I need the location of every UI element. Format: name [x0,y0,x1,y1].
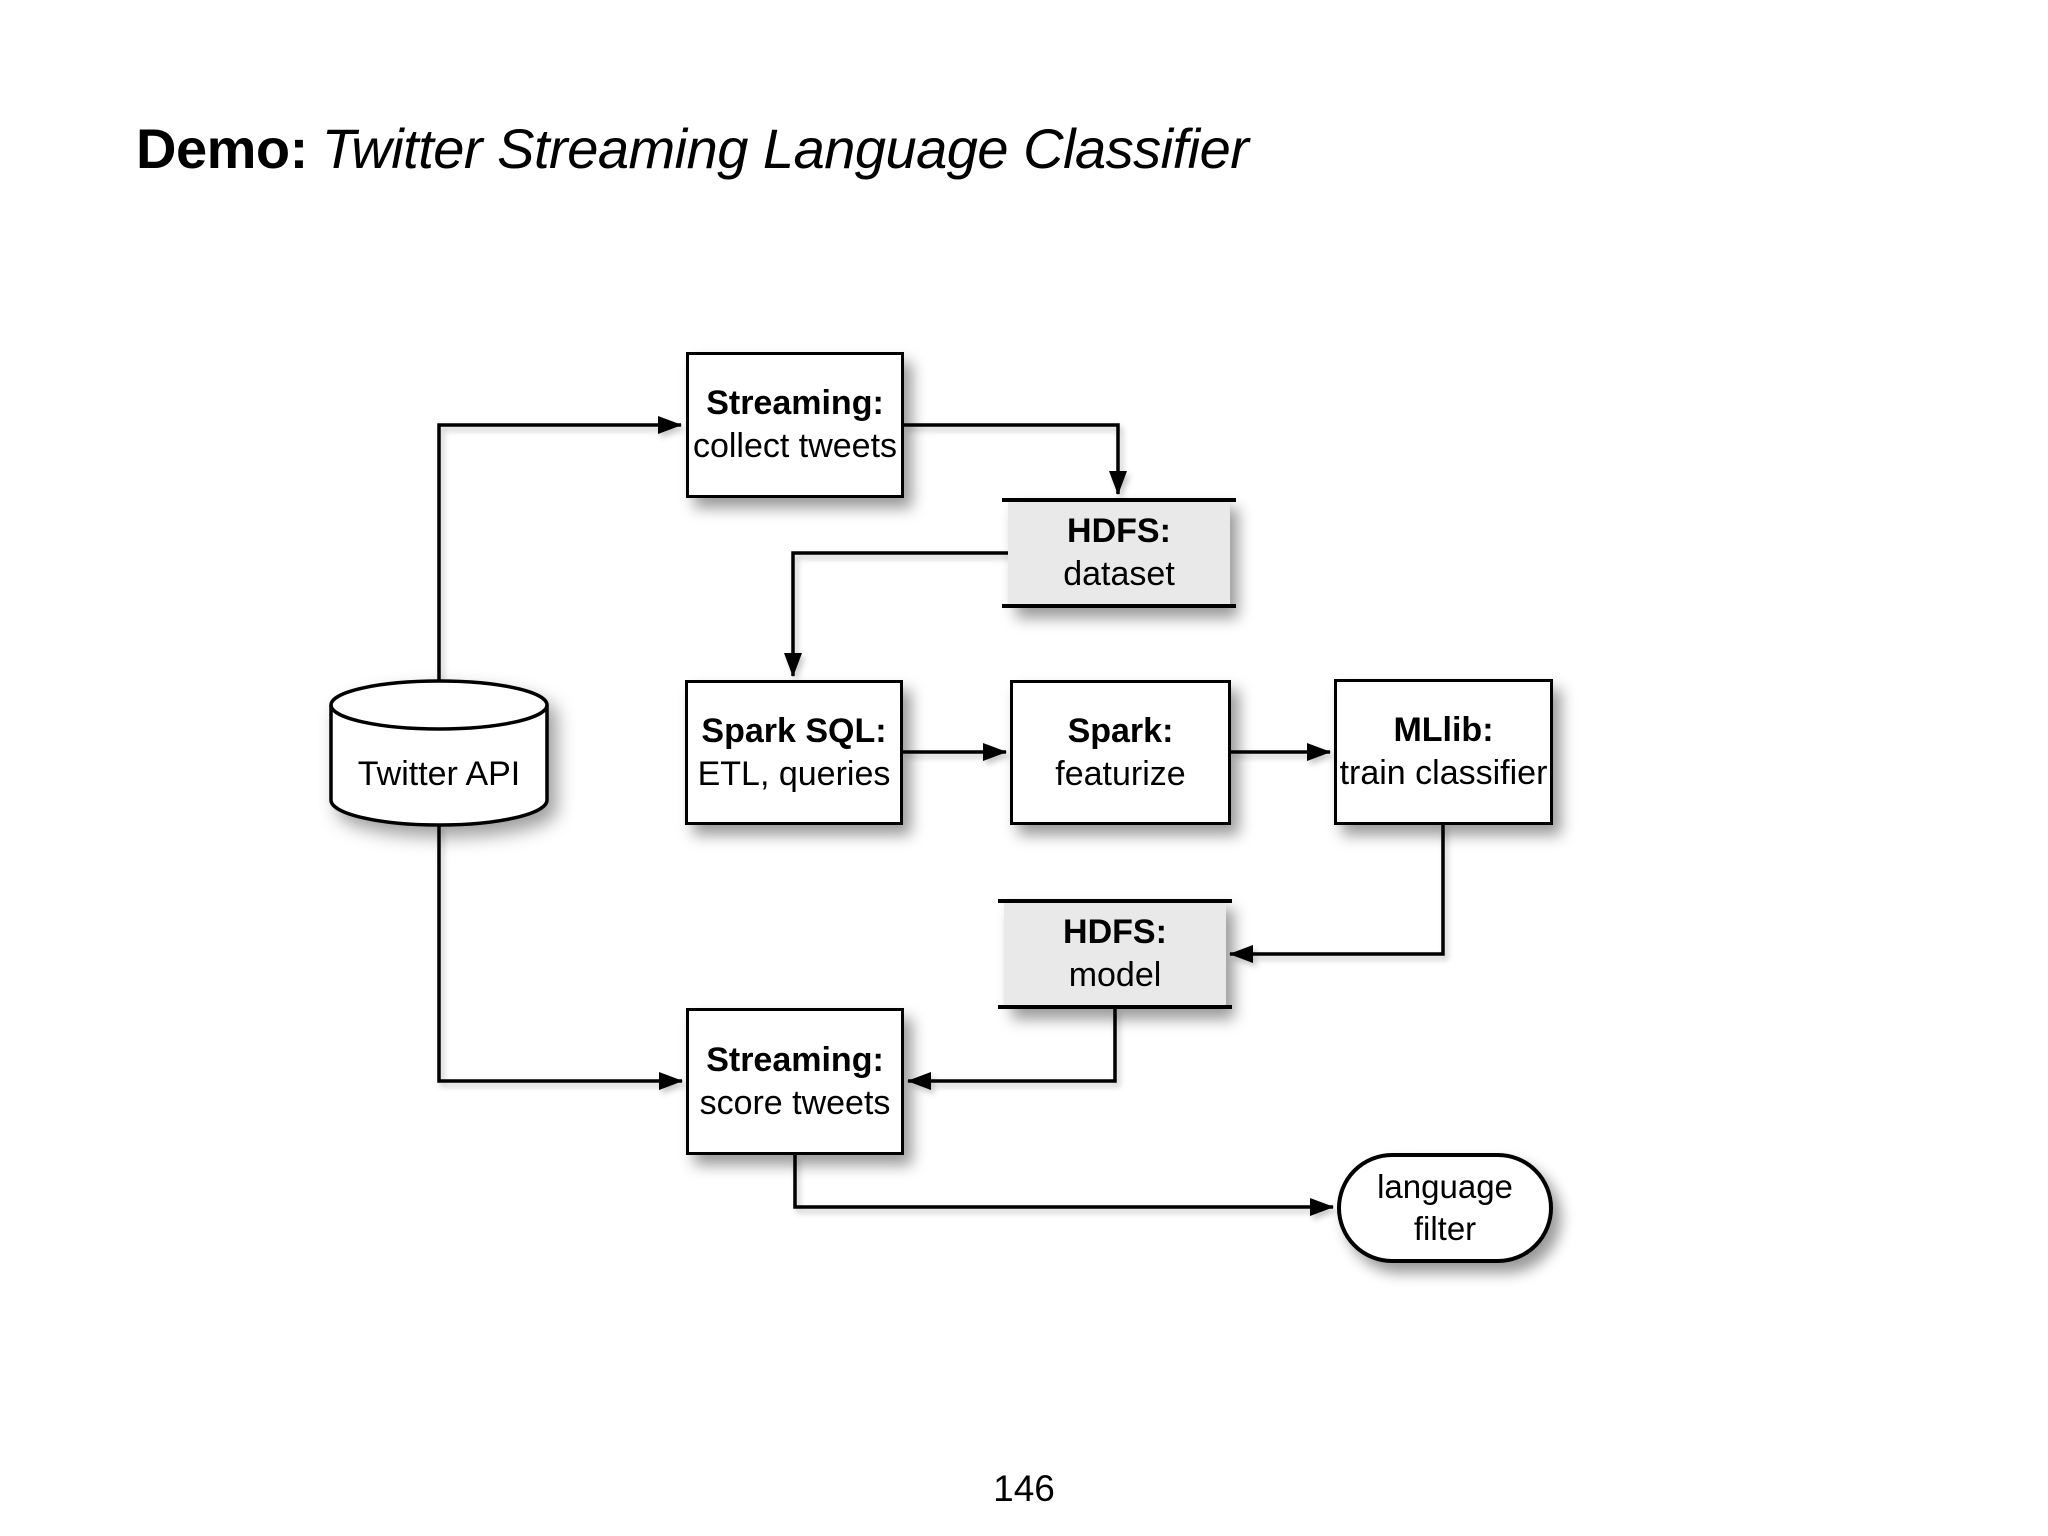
node-streaming-score: Streaming: score tweets [686,1008,904,1155]
node-label: ETL, queries [697,754,891,793]
node-label-bold: HDFS: [1067,512,1171,551]
node-mllib: MLlib: train classifier [1334,679,1553,825]
slide-title-prefix: Demo: [136,117,308,180]
node-label-bold: Streaming: [706,384,884,423]
node-label-bold: Spark: [1067,711,1174,750]
node-label: collect tweets [692,427,898,465]
page-number: 146 [993,1468,1055,1509]
datastore-bottom-line [1002,604,1236,608]
node-label: language [1377,1168,1513,1206]
edge-twitterapi-to-collect [437,416,682,681]
node-spark-sql: Spark SQL: ETL, queries [685,680,903,825]
edge-twitterapi-to-score [437,825,683,1090]
node-hdfs-dataset: HDFS: dataset [1002,498,1236,608]
node-label-bold: MLlib: [1393,711,1494,750]
edge-hdfsdataset-to-sparksql [784,551,1008,677]
node-label: filter [1413,1210,1477,1247]
cylinder-shape-icon [329,679,549,827]
node-language-filter: language filter [1337,1153,1553,1263]
edge-mllib-to-hdfsmodel [1229,825,1445,963]
slide-title-rest: Twitter Streaming Language Classifier [321,117,1249,180]
edge-collect-to-hdfsdataset [904,423,1127,495]
node-label: featurize [1055,754,1186,793]
edge-score-to-languagefilter [793,1155,1334,1216]
node-label: model [1068,956,1162,994]
edge-hdfsmodel-to-score [907,1009,1117,1090]
node-label: Twitter API [357,754,521,793]
datastore-top-line [998,899,1232,903]
datastore-bottom-line [998,1005,1232,1009]
node-spark-featurize: Spark: featurize [1010,680,1231,825]
slide-title: Demo:Twitter Streaming Language Classifi… [136,117,1249,180]
node-twitter-api: Twitter API [328,678,550,828]
node-label: score tweets [699,1083,891,1122]
node-label: dataset [1063,555,1175,593]
node-hdfs-model: HDFS: model [998,899,1232,1009]
datastore-top-line [1002,498,1236,502]
node-label-bold: Spark SQL: [701,711,887,750]
node-streaming-collect: Streaming: collect tweets [686,352,904,498]
node-label-bold: Streaming: [706,1040,884,1079]
node-label: train classifier [1339,754,1548,792]
node-label-bold: HDFS: [1063,913,1167,952]
